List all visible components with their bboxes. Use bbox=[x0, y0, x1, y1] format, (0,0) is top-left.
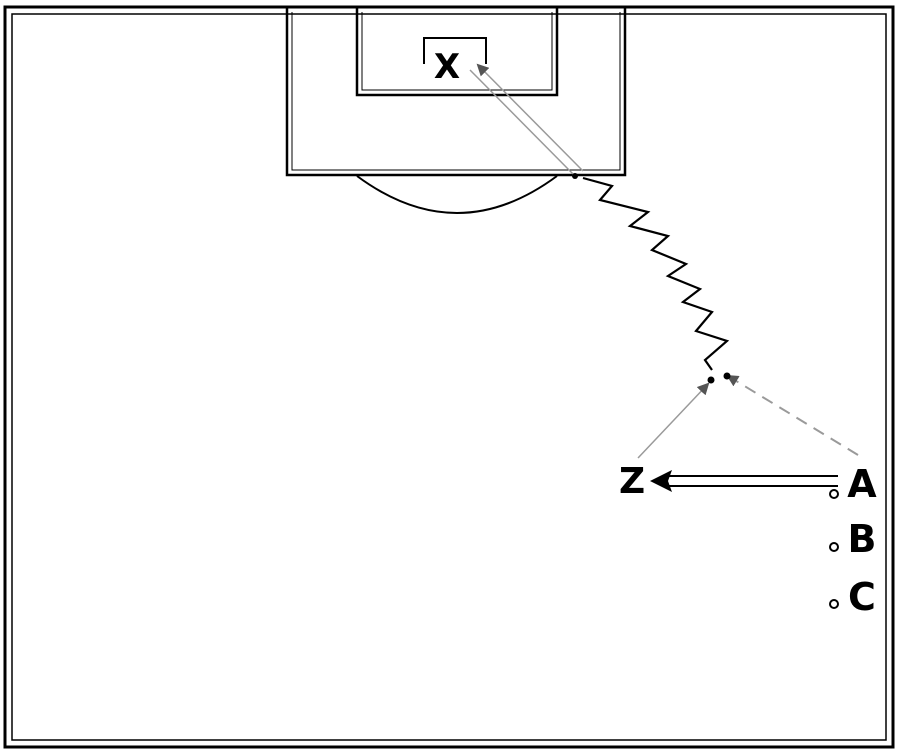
shot-line-1 bbox=[469, 69, 576, 177]
dribble-path bbox=[582, 176, 730, 371]
pass-a-to-z-arrowhead bbox=[650, 470, 672, 492]
run-a-dashed bbox=[726, 374, 859, 456]
cone-a bbox=[829, 489, 839, 499]
player-b-label: B bbox=[848, 517, 877, 561]
shot-line-2 bbox=[476, 63, 584, 172]
player-c-label: C bbox=[848, 575, 876, 619]
player-a-label: A bbox=[847, 462, 877, 506]
goal-area bbox=[355, 7, 559, 97]
goal-area-inner bbox=[361, 12, 553, 91]
pass-end-dot bbox=[707, 376, 715, 384]
cone-c bbox=[829, 599, 839, 609]
penalty-arc bbox=[356, 175, 558, 214]
keeper-box bbox=[423, 37, 487, 64]
penalty-area bbox=[285, 7, 627, 177]
pitch-boundary-inner bbox=[11, 13, 887, 741]
pass-z-to-run bbox=[637, 382, 710, 459]
pitch-boundary-outer bbox=[3, 5, 895, 749]
player-x-label: X bbox=[434, 47, 460, 87]
cone-b bbox=[829, 542, 839, 552]
penalty-area-inner bbox=[291, 12, 621, 171]
player-z-label: Z bbox=[619, 461, 645, 502]
shot-start-dot bbox=[572, 173, 578, 179]
run-end-dot bbox=[723, 372, 731, 380]
